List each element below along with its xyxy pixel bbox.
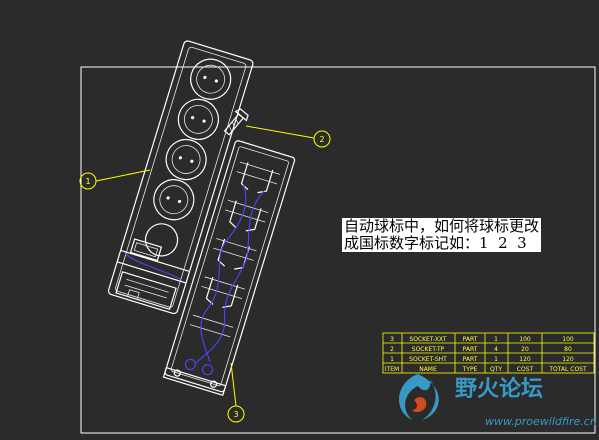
part-base-housing[interactable] <box>162 140 296 397</box>
svg-text:1: 1 <box>390 356 394 363</box>
balloon-1-label: 1 <box>85 177 90 186</box>
svg-text:80: 80 <box>564 346 572 353</box>
svg-text:100: 100 <box>562 336 574 343</box>
internal-contacts <box>189 161 280 338</box>
svg-text:SOCKET-TP: SOCKET-TP <box>412 346 445 353</box>
part-screw[interactable] <box>221 108 249 138</box>
svg-text:PART: PART <box>463 336 478 343</box>
balloon-2[interactable]: 2 <box>313 130 331 148</box>
flame-swirl-icon <box>399 374 439 420</box>
table-row: 3 SOCKET-XXT PART 1 100 100 <box>390 336 574 343</box>
svg-text:3: 3 <box>390 336 394 343</box>
wiring <box>184 183 265 376</box>
svg-text:COST: COST <box>517 366 534 373</box>
balloon-2-label: 2 <box>319 135 324 144</box>
table-row: 2 SOCKET-TP PART 4 20 80 <box>390 346 572 353</box>
table-row: 1 SOCKET-SHT PART 1 120 120 <box>390 356 574 363</box>
table-header-row: ITEM NAME TYPE QTY COST TOTAL COST <box>385 366 587 373</box>
part-power-strip[interactable] <box>107 40 254 315</box>
leader-lines <box>95 125 315 407</box>
svg-text:PART: PART <box>463 356 478 363</box>
watermark-title: 野火论坛 <box>455 376 543 402</box>
svg-text:120: 120 <box>519 356 531 363</box>
watermark-logo: 野火论坛 www.proewildfire.cn <box>399 374 597 428</box>
svg-text:20: 20 <box>521 346 529 353</box>
svg-text:SOCKET-XXT: SOCKET-XXT <box>409 336 447 343</box>
svg-text:2: 2 <box>390 346 394 353</box>
svg-text:PART: PART <box>463 346 478 353</box>
balloon-1[interactable]: 1 <box>79 172 97 190</box>
svg-text:100: 100 <box>519 336 531 343</box>
svg-text:SOCKET-SHT: SOCKET-SHT <box>409 356 447 363</box>
svg-text:1: 1 <box>494 336 498 343</box>
bom-table[interactable]: 3 SOCKET-XXT PART 1 100 100 2 SOCKET-TP … <box>382 332 595 374</box>
svg-text:ITEM: ITEM <box>385 366 399 373</box>
svg-text:QTY: QTY <box>490 366 502 373</box>
note-line-2: 成国标数字标记如：1 2 3 <box>344 234 527 252</box>
svg-text:1: 1 <box>494 356 498 363</box>
svg-text:TOTAL COST: TOTAL COST <box>548 366 587 373</box>
question-note: 自动球标中，如何将球标更改 成国标数字标记如：1 2 3 <box>342 217 542 252</box>
svg-text:NAME: NAME <box>419 366 437 373</box>
drawing-border <box>80 66 596 434</box>
svg-text:TYPE: TYPE <box>462 366 478 373</box>
balloon-3[interactable]: 3 <box>227 405 245 423</box>
balloon-3-label: 3 <box>233 410 238 419</box>
socket-outlets <box>144 58 232 257</box>
svg-text:120: 120 <box>562 356 574 363</box>
svg-text:4: 4 <box>494 346 498 353</box>
watermark-url: www.proewildfire.cn <box>485 415 597 428</box>
note-line-1: 自动球标中，如何将球标更改 <box>344 217 540 235</box>
